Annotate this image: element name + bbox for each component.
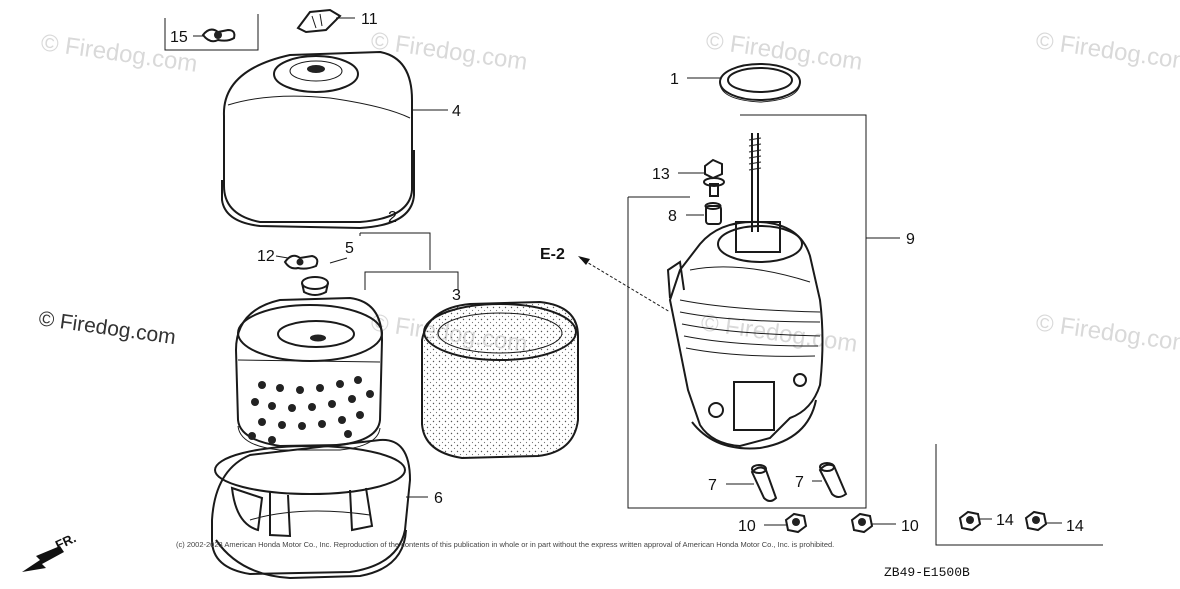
nut-10a[interactable] (784, 512, 808, 534)
air-cleaner-elbow-9[interactable] (666, 133, 824, 450)
grommet-5[interactable] (301, 276, 329, 296)
reference-e2: E-2 (540, 246, 565, 263)
wing-nut-12[interactable] (283, 254, 319, 270)
element-holes (248, 376, 374, 444)
bolt-13[interactable] (703, 158, 725, 197)
watermark: © Firedog.com (1034, 27, 1180, 76)
callout-12: 12 (257, 248, 275, 265)
air-cleaner-case-6[interactable] (211, 438, 412, 580)
watermark: © Firedog.com (369, 27, 529, 76)
callout-labels: 15 11 4 2 12 5 3 6 1 13 8 9 7 7 10 10 14… (170, 11, 1084, 535)
callout-7b: 7 (795, 474, 804, 491)
callout-8: 8 (668, 208, 677, 225)
callout-11: 11 (361, 11, 378, 28)
watermark: © Firedog.com (1034, 309, 1180, 358)
bracket-lines (164, 14, 1103, 546)
air-cleaner-element-2[interactable] (234, 296, 384, 451)
watermark-dark: © Firedog.com (37, 307, 177, 349)
callout-4: 4 (452, 103, 461, 120)
callout-5: 5 (345, 240, 354, 257)
callout-1: 1 (670, 71, 679, 88)
nut-10b[interactable] (850, 512, 874, 534)
callout-13: 13 (652, 166, 670, 183)
watermark: © Firedog.com (699, 309, 859, 358)
callout-14b: 14 (1066, 518, 1084, 535)
front-direction-indicator: FR. (22, 530, 78, 572)
tube-7b[interactable] (818, 462, 848, 498)
callout-2: 2 (388, 209, 397, 226)
diagram-code: ZB49-E1500B (884, 565, 970, 580)
leader-lines (193, 17, 1062, 526)
callout-6: 6 (434, 490, 443, 507)
copyright-notice: (c) 2002-2023 American Honda Motor Co., … (176, 540, 834, 549)
callout-15: 15 (170, 29, 188, 46)
front-label: FR. (53, 530, 78, 552)
nut-14a[interactable] (958, 510, 982, 532)
callout-10b: 10 (901, 518, 919, 535)
callout-7a: 7 (708, 477, 717, 494)
gasket-1[interactable] (719, 63, 801, 103)
nut-14b[interactable] (1024, 510, 1048, 532)
watermark-layer: © Firedog.com © Firedog.com © Firedog.co… (39, 27, 1180, 358)
callout-14a: 14 (996, 512, 1014, 529)
tube-7a[interactable] (750, 464, 778, 502)
front-arrow-icon (22, 546, 64, 572)
callout-9: 9 (906, 231, 915, 248)
callout-3: 3 (452, 287, 461, 304)
stud-thread (748, 137, 762, 171)
foam-element-3[interactable] (421, 300, 579, 460)
clip-11[interactable] (296, 8, 342, 34)
air-cleaner-cover-4[interactable] (221, 50, 415, 230)
callout-10a: 10 (738, 518, 756, 535)
collar-8[interactable] (704, 202, 722, 225)
wing-nut-15[interactable] (201, 28, 236, 43)
